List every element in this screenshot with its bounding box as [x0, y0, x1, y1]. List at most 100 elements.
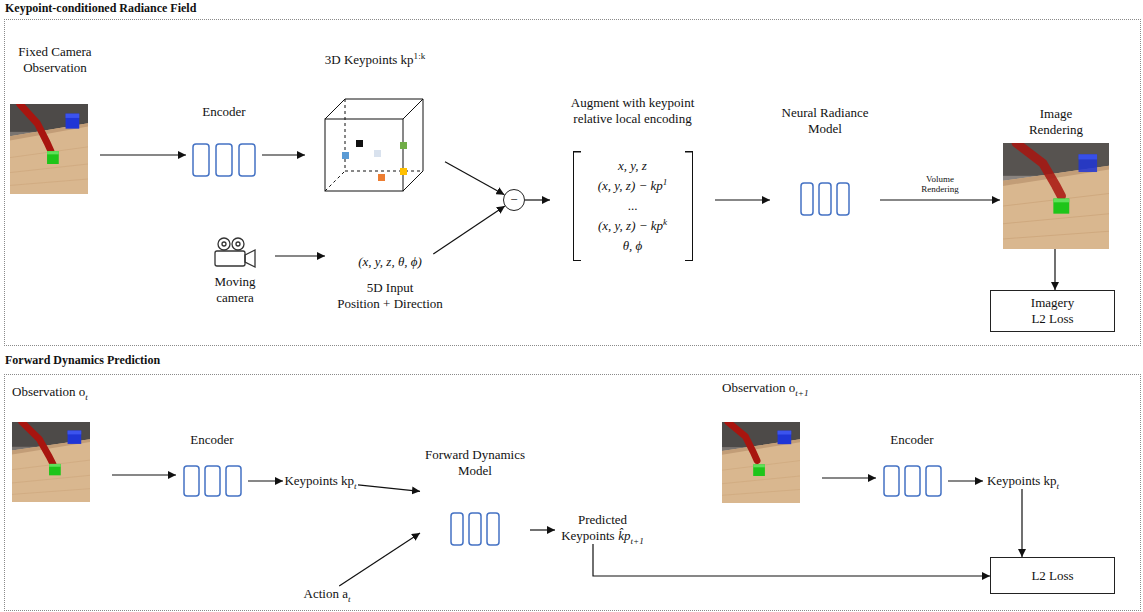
illustration: [12, 422, 90, 502]
node-text: Predicted Keypoints: [561, 512, 627, 543]
panel-title: Forward Dynamics Prediction: [4, 352, 1141, 368]
text-line: Imagery L2 Loss: [1023, 295, 1083, 327]
radiance-model: Neural Radiance Model: [770, 105, 880, 217]
panel-border: [4, 374, 1141, 611]
text-line: (x, y, z) − kpk: [584, 216, 682, 236]
dynamics-model: Forward Dynamics Model: [420, 447, 530, 547]
edge-label: Volume Rendering: [915, 174, 965, 194]
robot-scene: [12, 422, 90, 502]
connector-arrow: [248, 480, 283, 481]
node-text: L2 Loss: [1031, 568, 1073, 583]
text-line: Keypoints kpt: [284, 473, 356, 489]
text-line: 5D Input: [367, 280, 414, 296]
text-line: x, y, z: [584, 156, 682, 176]
text-line: Predicted Keypointsk̂pt+1: [555, 512, 650, 544]
observation-image: Fixed Camera Observation: [10, 44, 100, 194]
node-text: 1: [663, 177, 668, 187]
node-text: t: [1057, 481, 1060, 491]
text-line: Moving camera: [195, 274, 275, 306]
node-text: Forward Dynamics Model: [425, 447, 525, 478]
text-line: Encoder: [890, 432, 933, 448]
node-text: θ, ϕ: [623, 238, 643, 253]
connector-arrow: [822, 477, 876, 478]
connector-arrow: [100, 154, 186, 155]
robot-scene: [10, 104, 88, 194]
node-text: Imagery L2 Loss: [1031, 295, 1074, 326]
observation-image: Observation ot: [12, 384, 112, 502]
keypoint-cube: 3D Keypoints kp1:k: [305, 52, 445, 194]
node-text: Augment with keypoint relative local enc…: [571, 95, 695, 126]
illustration: [10, 104, 88, 194]
network-layers: [449, 511, 501, 547]
network-layers: [882, 464, 943, 498]
section-panel: Forward Dynamics PredictionObservation o…: [4, 352, 1141, 611]
camera-icon: Moving camera: [195, 236, 275, 306]
node-text: 3D Keypoints kp: [325, 52, 414, 67]
camera-icon: [211, 236, 259, 270]
illustration: [722, 422, 800, 503]
text-line: ...: [584, 196, 682, 216]
loss-box: Imagery L2 Loss: [990, 290, 1115, 332]
text-line: Augment with keypoint relative local enc…: [558, 95, 708, 127]
connector-arrow: [530, 529, 555, 530]
node-text: Encoder: [890, 432, 933, 447]
connector-arrow: [339, 533, 420, 586]
node-text: (x, y, z, θ, ϕ): [358, 254, 422, 269]
node-text: Encoder: [190, 432, 233, 447]
text-line: Fixed Camera Observation: [10, 44, 100, 76]
node-text: (x, y, z) − kp: [598, 178, 663, 193]
connector-arrow: [1054, 249, 1055, 290]
text-line: (x, y, z) − kp1: [584, 176, 682, 196]
illustration: [182, 464, 243, 498]
node-text: Observation o: [722, 380, 795, 395]
illustration: [191, 142, 257, 178]
rendered-image: Image Rendering: [1000, 106, 1112, 249]
node-text: ...: [628, 198, 638, 213]
illustration: [1003, 143, 1109, 249]
node-text: t+1: [631, 536, 644, 546]
encoder-block: Encoder: [876, 432, 948, 498]
node-text: t: [348, 594, 351, 604]
connector-arrow: [112, 474, 176, 475]
text-line: Observation ot: [12, 384, 88, 400]
connector-arrow: [358, 485, 420, 491]
node-text: t: [354, 481, 357, 491]
text-line: Keypoints kpt: [987, 473, 1059, 489]
connector-arrow: [1021, 489, 1022, 557]
connector-arrow: [948, 480, 983, 481]
text-line: Observation ot+1: [722, 380, 809, 396]
text-line: θ, ϕ: [584, 236, 682, 256]
text-line: (x, y, z, θ, ϕ): [358, 254, 422, 270]
node-text: t+1: [795, 388, 808, 398]
text-line: Position + Direction: [337, 296, 443, 312]
encoder-block: Encoder: [186, 104, 262, 178]
connector-arrow: [262, 154, 305, 155]
connector-arrow: [275, 255, 325, 256]
connector-arrow: [715, 199, 770, 200]
robot-scene: [1003, 143, 1109, 249]
action-label: Action at: [297, 586, 357, 602]
node-text: Position + Direction: [337, 296, 443, 311]
node-text: Moving camera: [214, 274, 255, 305]
loss-box: L2 Loss: [990, 557, 1115, 594]
encoder-block: Encoder: [176, 432, 248, 498]
text-line: 3D Keypoints kp1:k: [325, 52, 425, 68]
node-text: Encoder: [202, 104, 245, 119]
node-text: −: [510, 192, 517, 207]
illustration: [799, 181, 851, 217]
network-layers: [799, 181, 851, 217]
section-panel: Keypoint-conditioned Radiance FieldFixed…: [4, 0, 1141, 346]
input-label: (x, y, z, θ, ϕ) 5D InputPosition + Direct…: [325, 254, 455, 312]
node-text: Neural Radiance Model: [782, 105, 869, 136]
connector-arrow: [880, 199, 1000, 200]
subtract-circle: −: [503, 189, 525, 211]
text-line: Encoder: [202, 104, 245, 120]
node-text: x, y, z: [618, 158, 647, 173]
text-line: Encoder: [190, 432, 233, 448]
illustration: [449, 511, 501, 547]
connector-arrow: [593, 544, 990, 576]
observation-image: Observation ot+1: [722, 380, 822, 503]
panel-title: Keypoint-conditioned Radiance Field: [4, 0, 1141, 16]
prediction-label: Predicted Keypointsk̂pt+1: [555, 512, 650, 544]
